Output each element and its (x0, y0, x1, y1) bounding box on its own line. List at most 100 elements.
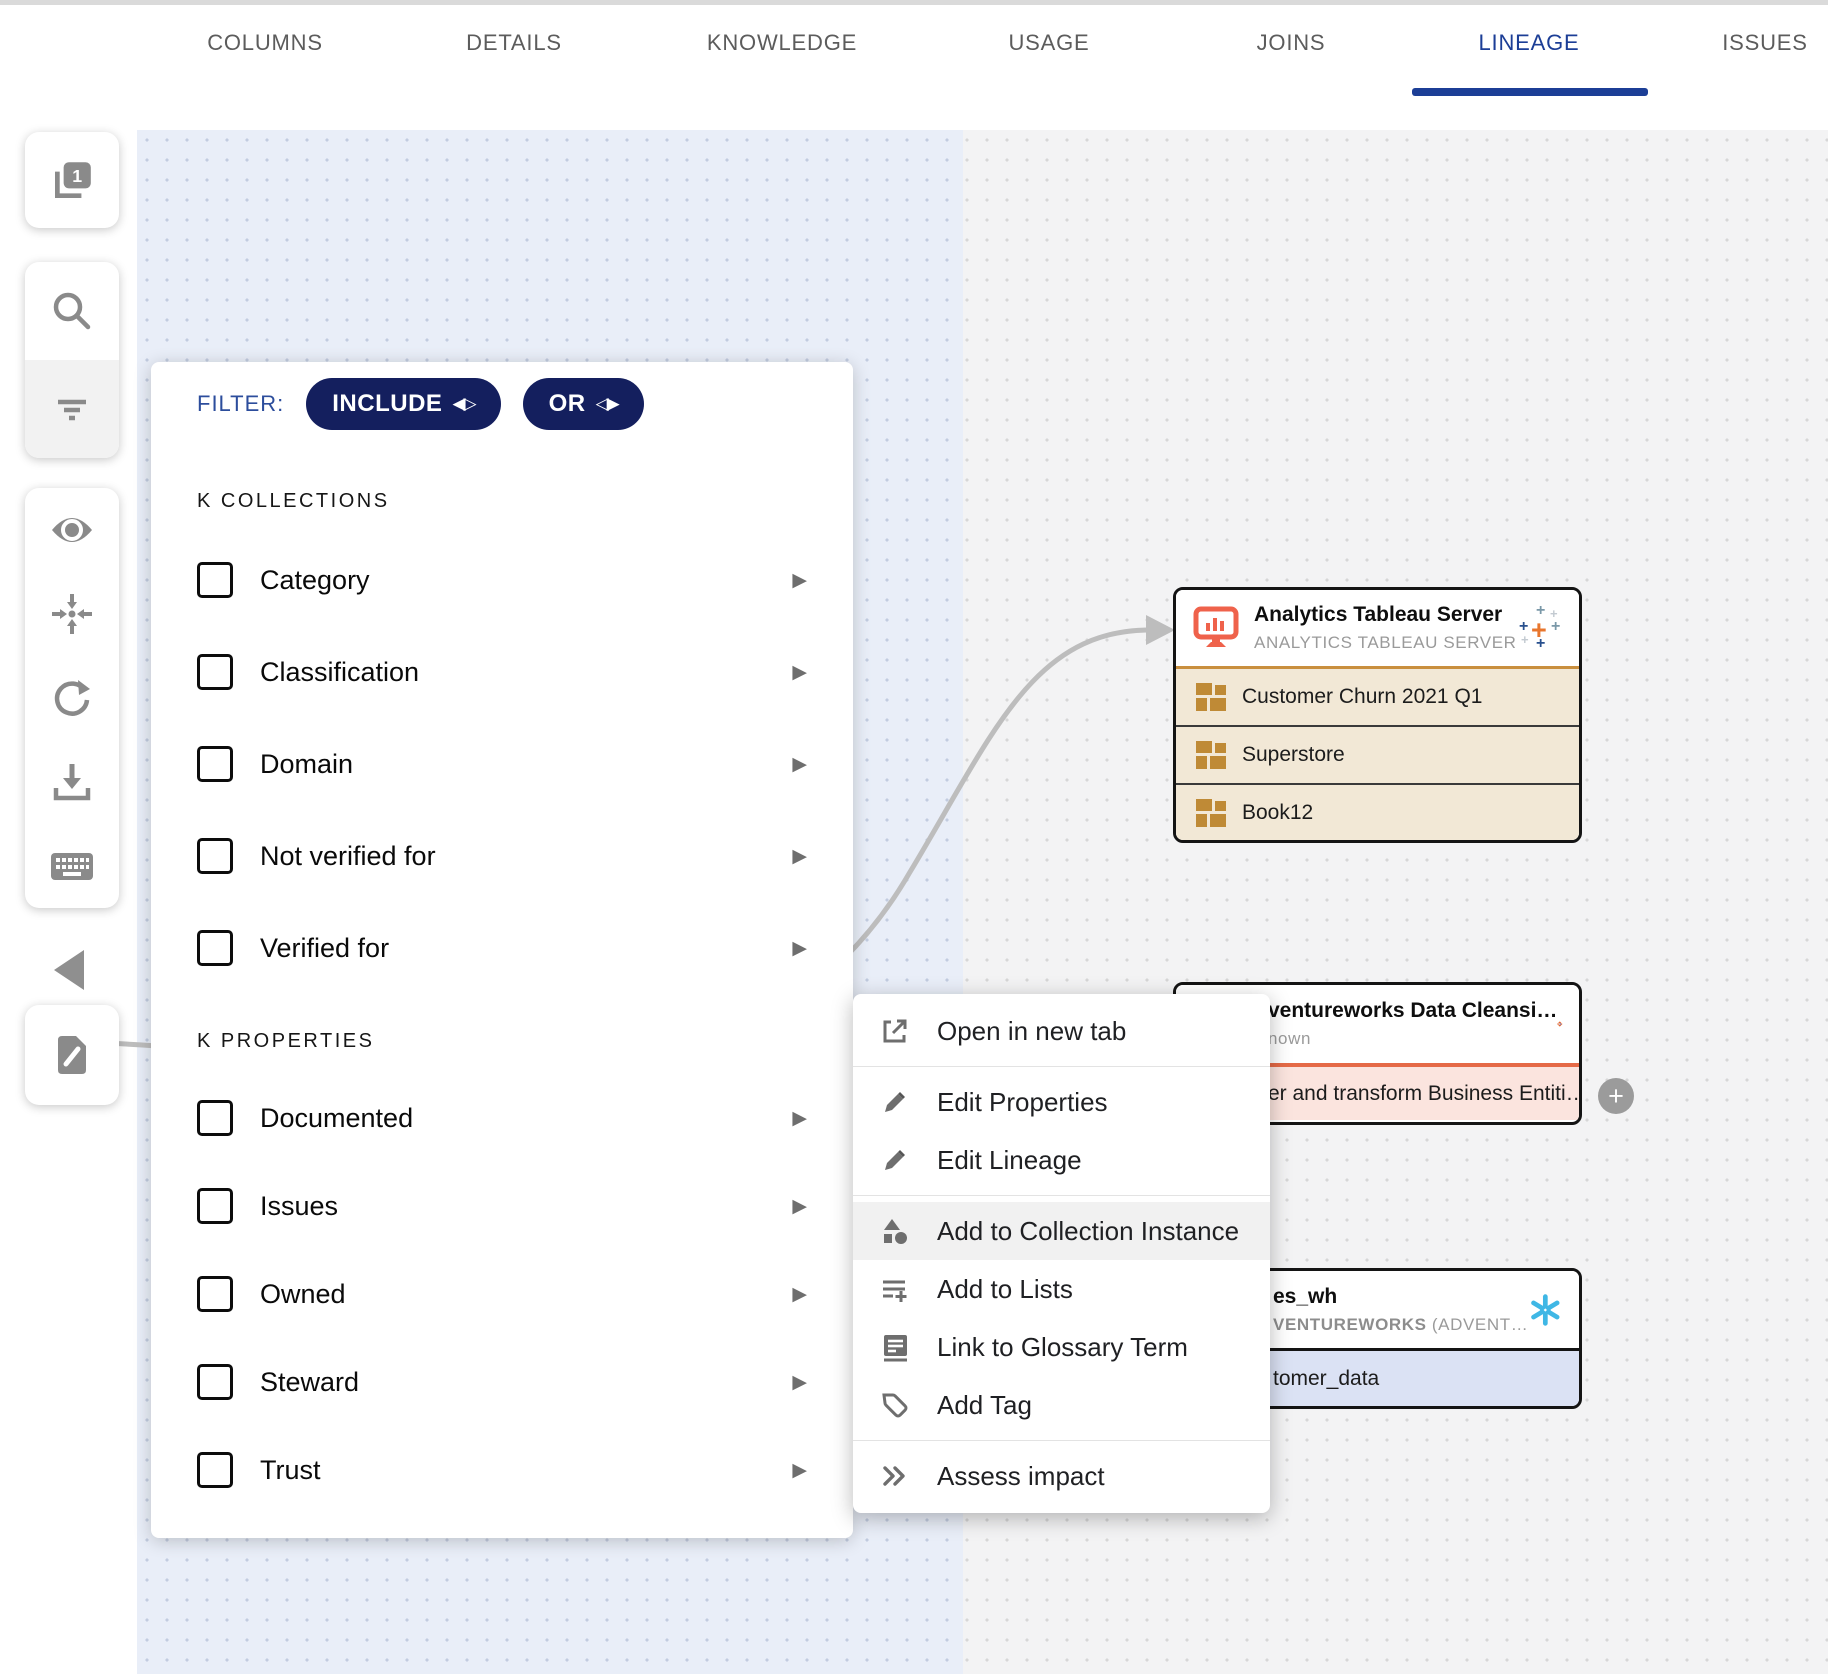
node-subtitle-schema: VENTUREWORKS (1273, 1314, 1427, 1334)
checkbox[interactable] (197, 1452, 233, 1488)
collapse-toolbar-arrow[interactable] (54, 950, 84, 990)
filter-item-category[interactable]: Category ▶ (197, 534, 817, 626)
filter-section-properties: K PROPERTIES Documented ▶ Issues ▶ Owned… (197, 1030, 817, 1514)
checkbox[interactable] (197, 1188, 233, 1224)
glossary-document-icon (879, 1331, 911, 1363)
filter-mode-pill-include[interactable]: INCLUDE ◀▷ (306, 378, 501, 430)
menu-item-label: Assess impact (937, 1460, 1105, 1491)
visibility-button[interactable] (25, 488, 119, 572)
eye-icon (52, 518, 92, 542)
node-title: es_wh (1273, 1284, 1338, 1308)
menu-item-link-to-glossary-term[interactable]: Link to Glossary Term (853, 1318, 1270, 1376)
menu-item-label: Link to Glossary Term (937, 1331, 1188, 1362)
node-row-label: Book12 (1242, 801, 1314, 824)
chevron-right-icon[interactable]: ▶ (792, 937, 807, 959)
active-tab-underline (1412, 88, 1648, 96)
chevron-right-icon[interactable]: ▶ (792, 569, 807, 591)
toolbar-card-edit (25, 1005, 119, 1105)
filter-item-label: Issues (260, 1190, 339, 1221)
checkbox[interactable] (197, 930, 233, 966)
filter-item-classification[interactable]: Classification ▶ (197, 626, 817, 718)
filter-item-owned[interactable]: Owned ▶ (197, 1250, 817, 1338)
snowflake-logo-icon (1531, 1293, 1560, 1326)
menu-item-assess-impact[interactable]: Assess impact (853, 1447, 1270, 1505)
filter-item-trust[interactable]: Trust ▶ (197, 1426, 817, 1514)
checkbox[interactable] (197, 1364, 233, 1400)
download-button[interactable] (25, 740, 119, 824)
tag-icon (879, 1389, 911, 1421)
node-row-label: Customer Churn 2021 Q1 (1242, 685, 1483, 708)
menu-item-add-to-lists[interactable]: Add to Lists (853, 1260, 1270, 1318)
tab-details[interactable]: DETAILS (466, 30, 562, 55)
filter-item-label: Owned (260, 1278, 346, 1309)
section-title: K COLLECTIONS (197, 490, 390, 512)
filter-operator-pill-or[interactable]: OR ◁▶ (522, 378, 644, 430)
node-row-workbook[interactable]: Book12 (1176, 785, 1579, 840)
chevron-right-icon[interactable]: ▶ (792, 1107, 807, 1129)
menu-item-add-tag[interactable]: Add Tag (853, 1376, 1270, 1434)
toolbar-card-pages: 1 (25, 132, 119, 228)
filter-item-verified-for[interactable]: Verified for ▶ (197, 902, 817, 994)
menu-item-edit-lineage[interactable]: Edit Lineage (853, 1131, 1270, 1189)
chevron-right-icon[interactable]: ▶ (792, 1195, 807, 1217)
toolbar-card-view (25, 488, 119, 908)
chevron-right-icon[interactable]: ▶ (792, 1459, 807, 1481)
chevron-right-icon[interactable]: ▶ (792, 753, 807, 775)
search-icon (53, 292, 91, 330)
tab-issues[interactable]: ISSUES (1722, 30, 1808, 55)
filter-item-steward[interactable]: Steward ▶ (197, 1338, 817, 1426)
filter-label: FILTER: (197, 391, 285, 416)
tab-usage[interactable]: USAGE (1008, 30, 1090, 55)
menu-divider (853, 1066, 1270, 1067)
window-top-strip (0, 0, 1828, 5)
center-view-button[interactable] (25, 572, 119, 656)
node-title: ventureworks Data Cleansi… (1268, 999, 1558, 1022)
include-pill-label: INCLUDE (332, 390, 443, 417)
filter-item-not-verified-for[interactable]: Not verified for ▶ (197, 810, 817, 902)
checkbox[interactable] (197, 654, 233, 690)
keyboard-shortcuts-button[interactable] (25, 824, 119, 908)
tab-lineage[interactable]: LINEAGE (1478, 30, 1580, 55)
filter-item-documented[interactable]: Documented ▶ (197, 1074, 817, 1162)
checkbox[interactable] (197, 1100, 233, 1136)
filter-item-issues[interactable]: Issues ▶ (197, 1162, 817, 1250)
edit-document-icon (58, 1036, 86, 1074)
filter-item-label: Steward (260, 1366, 360, 1397)
node-row-workbook[interactable]: Customer Churn 2021 Q1 (1176, 669, 1579, 727)
filter-item-label: Verified for (260, 932, 390, 963)
menu-item-edit-properties[interactable]: Edit Properties (853, 1073, 1270, 1131)
filter-button[interactable] (25, 360, 119, 458)
checkbox[interactable] (197, 1276, 233, 1312)
node-subtitle: nown (1268, 1029, 1312, 1048)
node-row-label: er and transform Business Entiti… (1268, 1081, 1582, 1105)
menu-item-open-in-new-tab[interactable]: Open in new tab (853, 1002, 1270, 1060)
section-title: K PROPERTIES (197, 1030, 375, 1052)
checkbox[interactable] (197, 746, 233, 782)
menu-item-label: Edit Lineage (937, 1144, 1082, 1175)
menu-item-label: Add to Collection Instance (937, 1215, 1240, 1246)
menu-item-add-to-collection-instance[interactable]: Add to Collection Instance (853, 1202, 1270, 1260)
tab-columns[interactable]: COLUMNS (207, 30, 323, 55)
tab-joins[interactable]: JOINS (1256, 30, 1326, 55)
page-count-button[interactable]: 1 (25, 132, 119, 228)
chevron-right-icon[interactable]: ▶ (792, 661, 807, 683)
node-analytics-tableau-server[interactable]: Analytics Tableau Server ANALYTICS TABLE… (1173, 587, 1582, 843)
edit-lineage-button[interactable] (25, 1005, 119, 1105)
refresh-button[interactable] (25, 656, 119, 740)
chevron-right-icon[interactable]: ▶ (792, 1371, 807, 1393)
workbook-icon (1196, 741, 1226, 769)
expand-lineage-plus-button[interactable]: + (1598, 1078, 1634, 1114)
chevron-right-icon[interactable]: ▶ (792, 845, 807, 867)
menu-item-label: Edit Properties (937, 1086, 1108, 1117)
tab-knowledge[interactable]: KNOWLEDGE (706, 30, 858, 55)
menu-item-label: Add Tag (937, 1389, 1032, 1420)
toggle-arrows-icon: ◁▶ (595, 394, 620, 413)
filter-item-label: Domain (260, 748, 354, 779)
checkbox[interactable] (197, 562, 233, 598)
node-row-workbook[interactable]: Superstore (1176, 727, 1579, 785)
filter-item-domain[interactable]: Domain ▶ (197, 718, 817, 810)
pages-one-icon: 1 (55, 162, 91, 199)
search-button[interactable] (25, 262, 119, 360)
chevron-right-icon[interactable]: ▶ (792, 1283, 807, 1305)
checkbox[interactable] (197, 838, 233, 874)
